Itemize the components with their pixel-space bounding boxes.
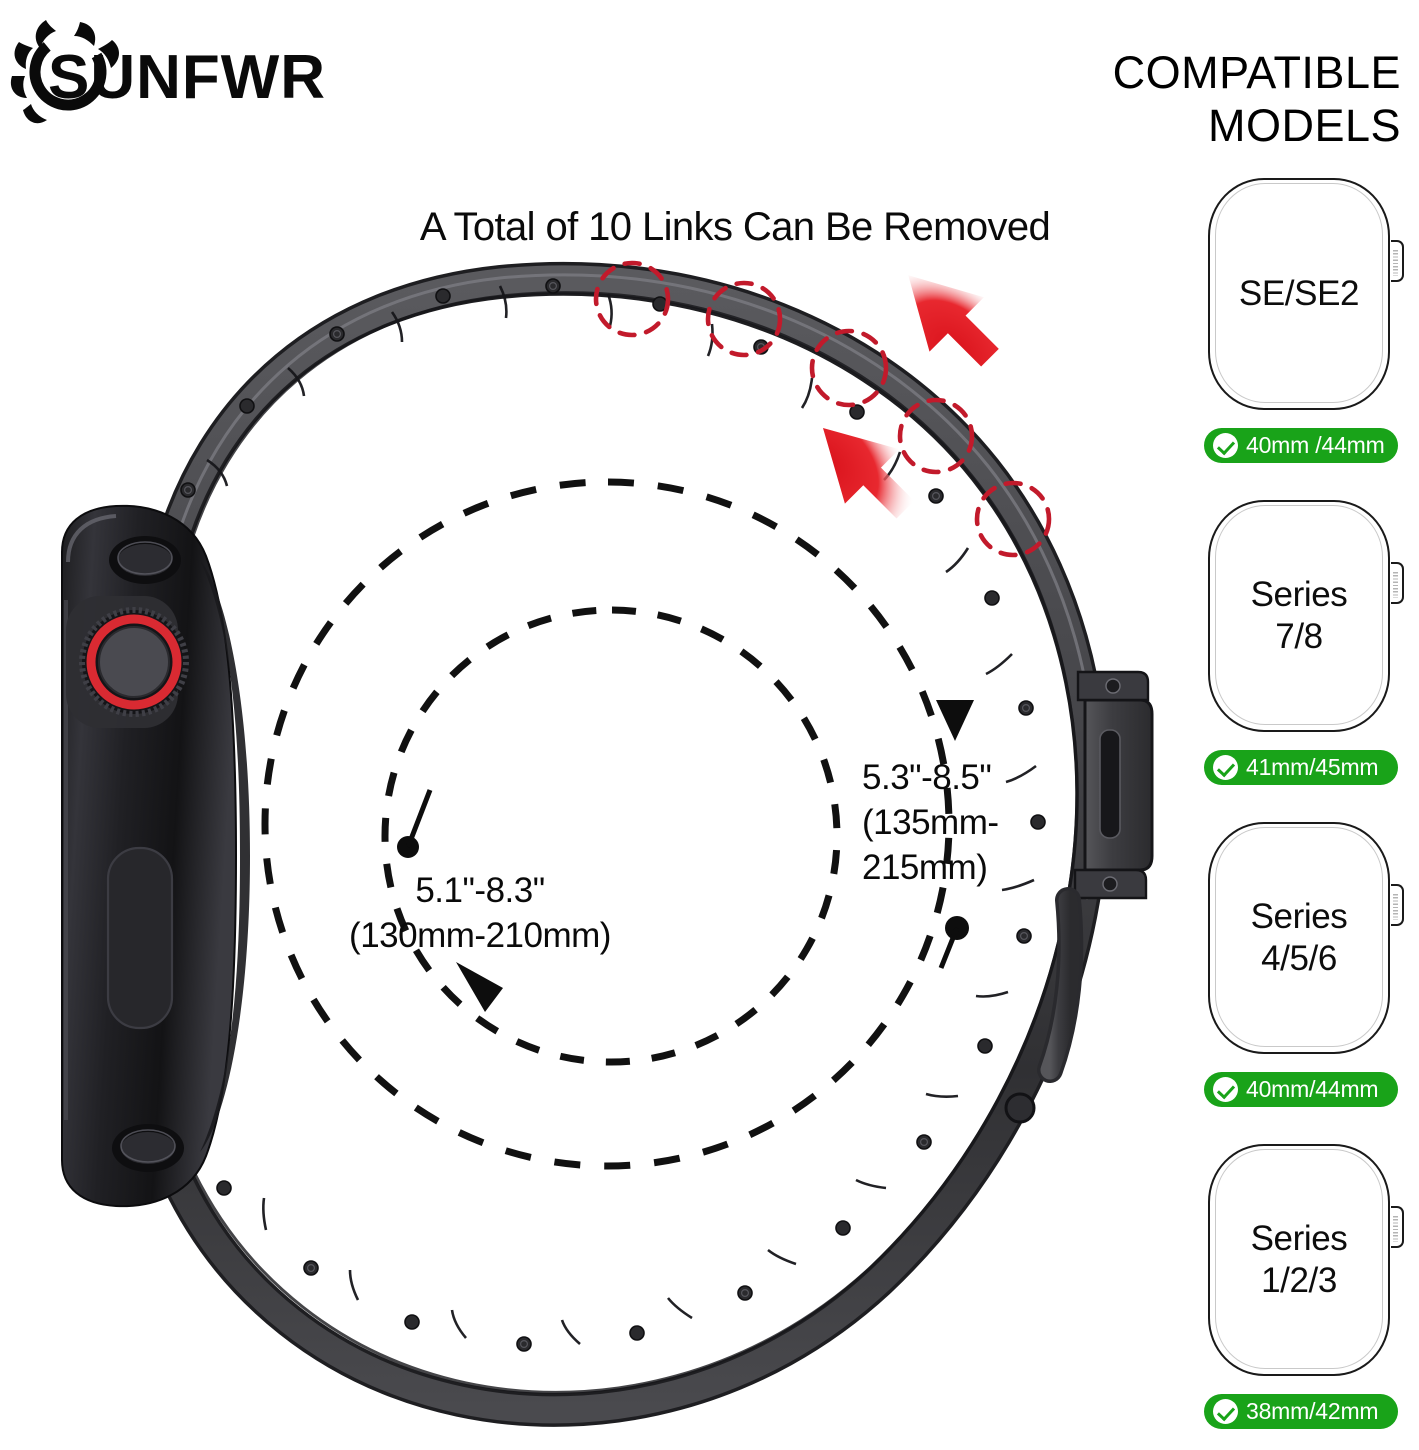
model-name-line1: Series (1250, 897, 1348, 936)
size-label: 38mm/42mm (1246, 1398, 1379, 1424)
model-name: Series 4/5/6 (1208, 822, 1390, 1054)
model-name: Series 1/2/3 (1208, 1144, 1390, 1376)
inner-measure-inches: 5.1"-8.3" (415, 871, 545, 910)
watch-outline-icon: Series 1/2/3 (1208, 1144, 1404, 1380)
size-badge: 40mm/44mm (1204, 1072, 1398, 1107)
inner-measure-mm: (130mm-210mm) (349, 916, 611, 955)
sizing-guide-inner (381, 606, 841, 1066)
outer-measurement-callout: 5.3"-8.5" (135mm- 215mm) (862, 755, 1092, 890)
size-badge: 38mm/42mm (1204, 1394, 1398, 1429)
size-label: 41mm/45mm (1246, 754, 1379, 780)
model-card-series-1-2-3: Series 1/2/3 38mm/42mm (1196, 1144, 1406, 1429)
model-name: Series 7/8 (1208, 500, 1390, 732)
compatible-models-list: SE/SE2 40mm /44mm Series 7/8 (1196, 178, 1406, 1444)
inner-guide-arrowhead (456, 962, 503, 1012)
link-screws (180, 278, 1046, 1352)
outer-guide-arrowhead (936, 700, 974, 741)
model-name-line1: SE/SE2 (1238, 274, 1360, 313)
band-clasp (1004, 670, 1154, 1124)
page-headline: A Total of 10 Links Can Be Removed (419, 205, 1051, 249)
check-icon (1213, 755, 1238, 780)
brand-wordmark: SUNFWR (48, 43, 327, 112)
size-badge: 40mm /44mm (1204, 428, 1398, 463)
removable-link-marker (897, 397, 975, 475)
outer-callout-leader (938, 916, 969, 969)
outer-measure-mm-line1: (135mm- (862, 803, 999, 842)
model-name-line1: Series (1250, 575, 1348, 614)
sunburst-icon (10, 20, 120, 124)
removable-link-marker (974, 480, 1052, 558)
watch-case-inner-outline (1215, 183, 1383, 403)
watch-case-inner-outline (1215, 1149, 1383, 1369)
compatible-models-heading: COMPATIBLE MODELS (1041, 46, 1401, 152)
inner-measurement-callout: 5.1"-8.3" (130mm-210mm) (300, 868, 660, 958)
sizing-guide-outer (261, 478, 953, 1170)
band-illustration (61, 260, 1154, 1427)
attention-arrow-lower-left (822, 427, 915, 519)
removable-link-marker (593, 260, 671, 338)
crown-nub-icon (1391, 240, 1404, 282)
model-card-series-7-8: Series 7/8 41mm/45mm (1196, 500, 1406, 785)
check-icon (1213, 1399, 1238, 1424)
watch-outline-icon: Series 7/8 (1208, 500, 1404, 736)
outer-measure-mm-line2: 215mm) (862, 848, 988, 887)
watch-outline-icon: Series 4/5/6 (1208, 822, 1404, 1058)
model-name-line2: 1/2/3 (1261, 1261, 1337, 1300)
size-badge: 41mm/45mm (1204, 750, 1398, 785)
watch-case-inner-outline (1215, 505, 1383, 725)
crown-nub-icon (1391, 562, 1404, 604)
brand-logo (8, 18, 408, 138)
inner-callout-leader (397, 789, 433, 858)
watch-case-side-view (61, 504, 250, 1208)
watch-outline-icon: SE/SE2 (1208, 178, 1404, 414)
removable-link-markers (593, 260, 1052, 558)
crown-nub-icon (1391, 884, 1404, 926)
check-icon (1213, 1077, 1238, 1102)
heading-line-2: MODELS (1207, 100, 1401, 151)
heading-line-1: COMPATIBLE (1112, 47, 1401, 98)
model-name-line1: Series (1250, 1219, 1348, 1258)
model-name: SE/SE2 (1208, 178, 1390, 410)
watch-case-inner-outline (1215, 827, 1383, 1047)
model-name-line2: 4/5/6 (1261, 939, 1337, 978)
digital-crown-icon (79, 607, 189, 717)
crown-nub-icon (1391, 1206, 1404, 1248)
model-card-series-4-5-6: Series 4/5/6 40mm/44mm (1196, 822, 1406, 1107)
model-name-line2: 7/8 (1275, 617, 1323, 656)
check-icon (1213, 433, 1238, 458)
removable-link-marker (705, 280, 783, 358)
outer-measure-inches: 5.3"-8.5" (862, 758, 992, 797)
size-label: 40mm /44mm (1246, 432, 1385, 458)
model-card-se: SE/SE2 40mm /44mm (1196, 178, 1406, 463)
attention-arrow-upper-right (908, 275, 999, 367)
size-label: 40mm/44mm (1246, 1076, 1379, 1102)
removable-link-marker (809, 328, 889, 408)
